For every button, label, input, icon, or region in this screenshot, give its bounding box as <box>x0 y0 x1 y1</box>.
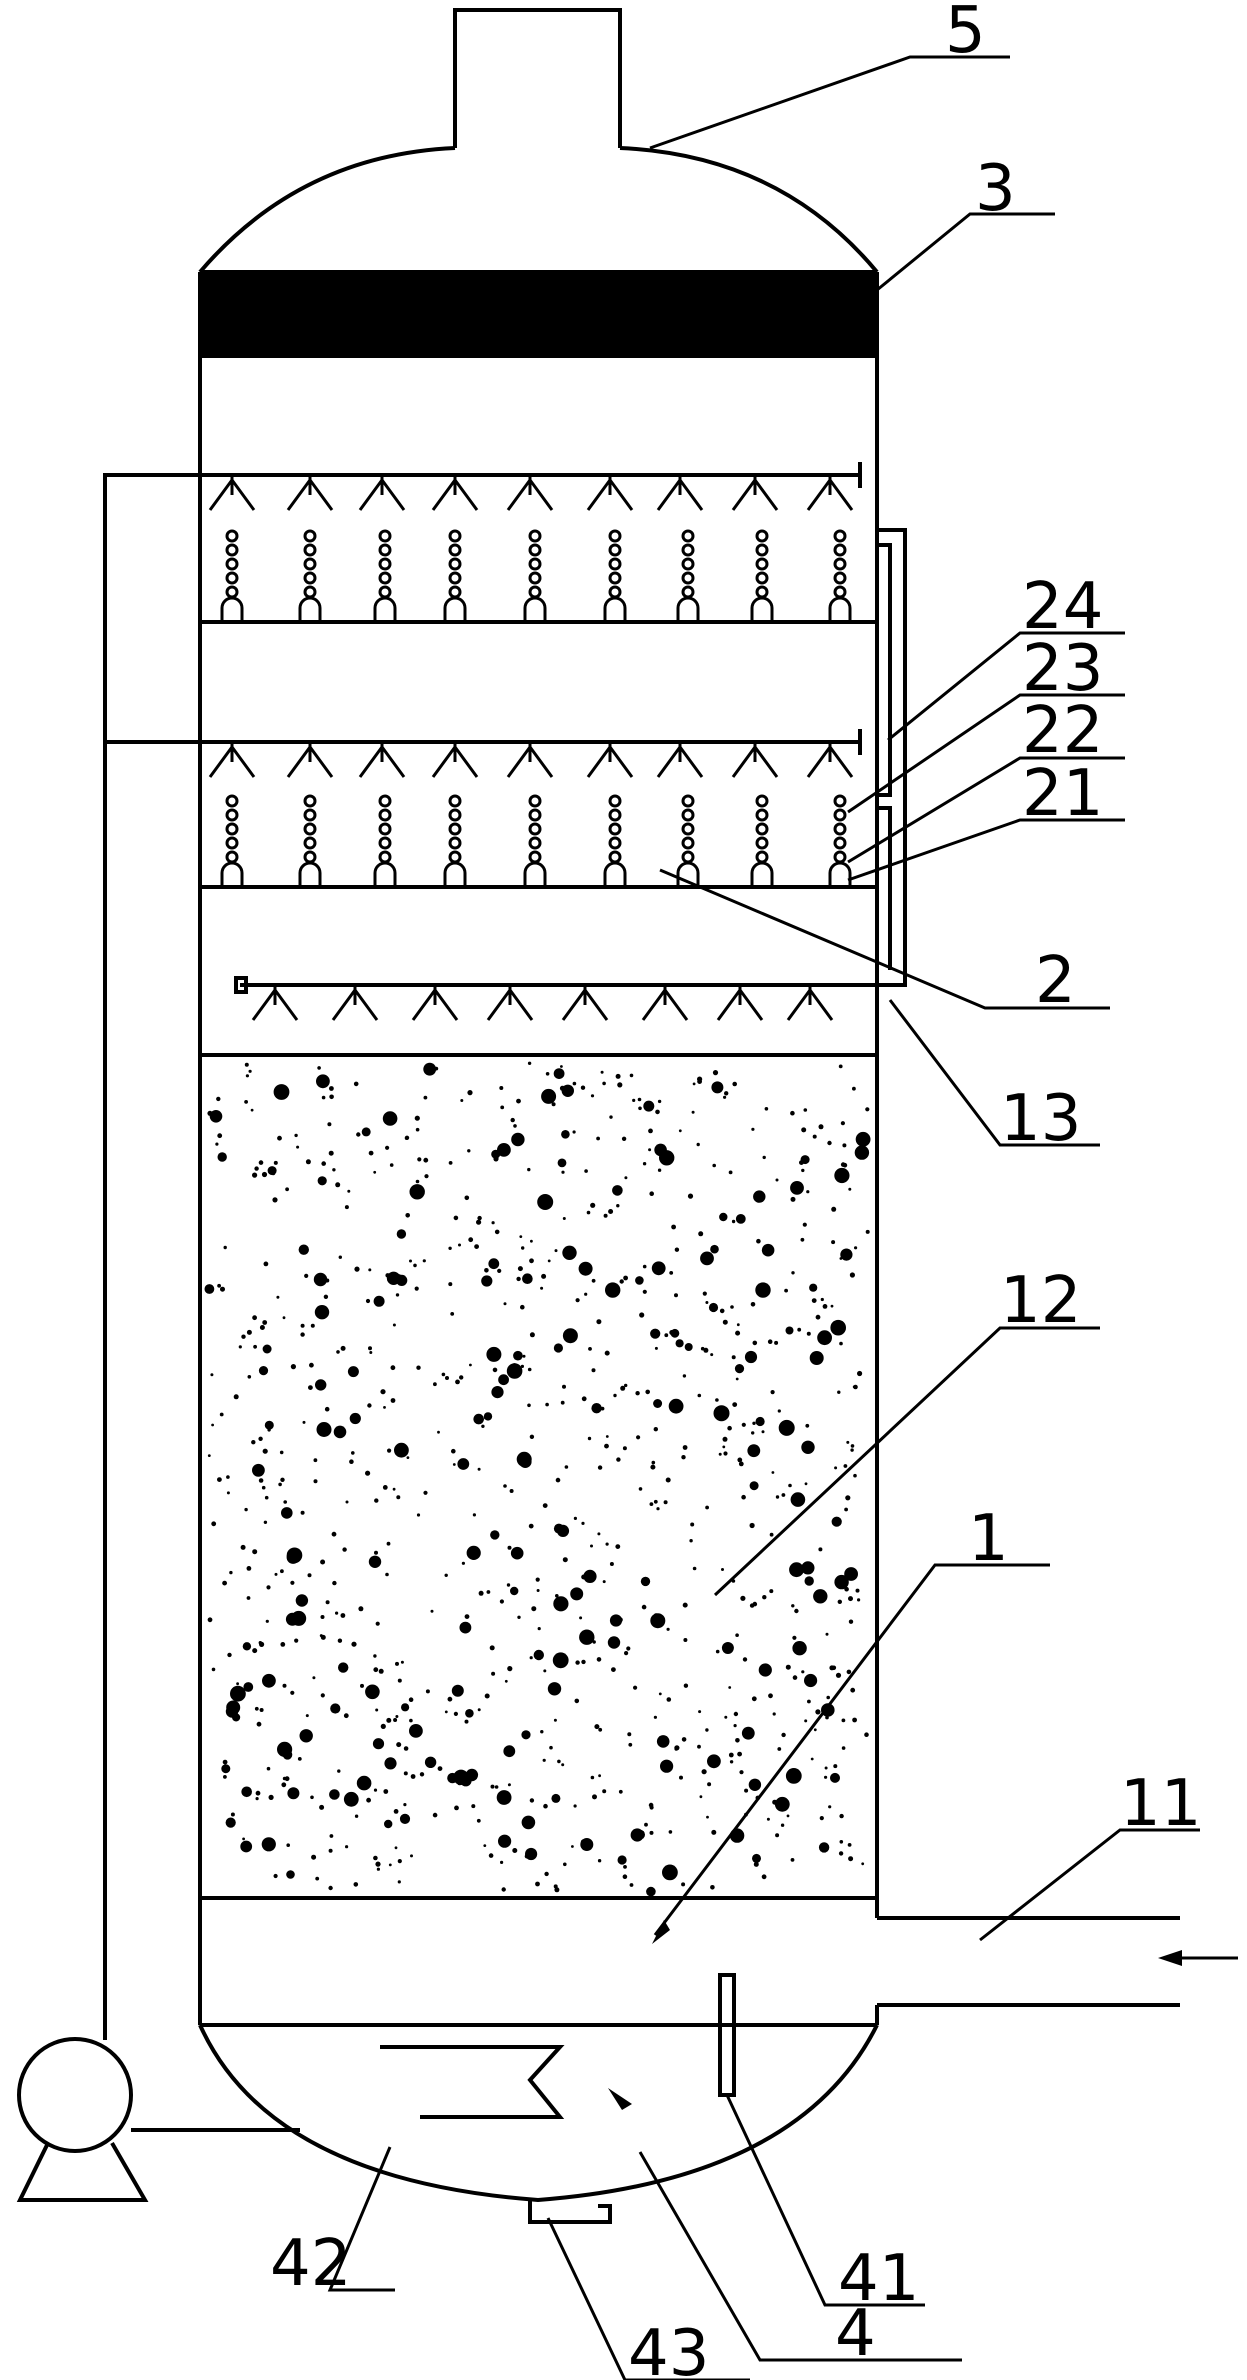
spray-nozzle-icon <box>716 985 764 1021</box>
bubble-cap-icon <box>828 529 852 622</box>
leader-lines <box>327 55 1200 2380</box>
bubble-cap-icon <box>220 529 244 622</box>
label-3: 3 <box>975 152 1016 226</box>
label-43: 43 <box>628 2317 709 2380</box>
spray-nozzle-icon <box>641 985 689 1021</box>
spray-nozzle-icon <box>431 475 479 511</box>
gas-outlet-pipe <box>453 8 622 148</box>
sump-heater <box>380 2045 565 2119</box>
spray-nozzle-icon <box>431 742 479 778</box>
spray-nozzle-icon <box>586 475 634 511</box>
bubble-cap-icon <box>750 794 774 887</box>
label-5: 5 <box>945 0 986 68</box>
label-42: 42 <box>270 2227 351 2301</box>
spray-nozzle-icon <box>208 742 256 778</box>
spray-nozzle-icon <box>806 742 854 778</box>
spray-nozzle-icon <box>358 475 406 511</box>
spray-nozzle-icon <box>586 742 634 778</box>
spray-nozzle-icon <box>411 985 459 1021</box>
recirculation-riser-pipe <box>103 473 860 2040</box>
inlet-arrow-icon <box>1158 1950 1238 1966</box>
level-gauge <box>718 1973 736 2097</box>
label-22: 22 <box>1022 694 1103 768</box>
label-1: 1 <box>968 1502 1009 1576</box>
spray-nozzle-icon <box>806 475 854 511</box>
spray-nozzle-icon <box>286 742 334 778</box>
bubble-cap-icon <box>523 794 547 887</box>
bubble-cap-icon <box>828 794 852 887</box>
spray-nozzle-icon <box>656 742 704 778</box>
bubble-cap-icon <box>443 794 467 887</box>
spray-nozzle-icon <box>286 475 334 511</box>
spray-nozzle-icon <box>251 985 299 1021</box>
circulation-pump <box>16 2037 149 2202</box>
bubble-cap-icon <box>298 529 322 622</box>
upper-dome-head <box>198 146 879 274</box>
label-24: 24 <box>1022 570 1103 644</box>
spray-nozzle-icon <box>731 475 779 511</box>
bubble-cap-icon <box>373 794 397 887</box>
spray-nozzle-icon <box>656 475 704 511</box>
bubble-cap-icon <box>523 529 547 622</box>
bubble-cap-icon <box>750 529 774 622</box>
label-4: 4 <box>835 2297 876 2371</box>
gas-inlet-duct <box>875 1916 1180 2025</box>
bubble-cap-icon <box>220 794 244 887</box>
spray-nozzle-icon <box>786 985 834 1021</box>
spray-nozzle-icon <box>358 742 406 778</box>
spray-nozzle-icon <box>506 475 554 511</box>
spray-nozzle-icon <box>731 742 779 778</box>
drain-outlet <box>528 2198 612 2224</box>
packing-bed <box>200 1053 877 1900</box>
lower-dome-head <box>198 2024 879 2203</box>
demister-layer <box>200 270 877 358</box>
bubble-cap-icon <box>603 794 627 887</box>
label-13: 13 <box>1000 1082 1081 1156</box>
bubble-cap-icon <box>373 529 397 622</box>
bubble-cap-icon <box>443 529 467 622</box>
label-41: 41 <box>838 2242 919 2316</box>
spray-nozzle-icon <box>331 985 379 1021</box>
label-12: 12 <box>1000 1264 1081 1338</box>
side-feed-pipe <box>240 528 907 987</box>
spray-nozzle-icon <box>208 475 256 511</box>
bubble-cap-icon <box>298 794 322 887</box>
label-11: 11 <box>1120 1767 1201 1841</box>
bubble-cap-icon <box>676 794 700 887</box>
label-23: 23 <box>1022 632 1103 706</box>
spray-nozzle-icon <box>486 985 534 1021</box>
spray-nozzle-icon <box>506 742 554 778</box>
label-21: 21 <box>1022 757 1103 831</box>
label-2: 2 <box>1035 944 1076 1018</box>
bubble-cap-icon <box>603 529 627 622</box>
spray-nozzle-icon <box>561 985 609 1021</box>
bubble-cap-icon <box>676 529 700 622</box>
